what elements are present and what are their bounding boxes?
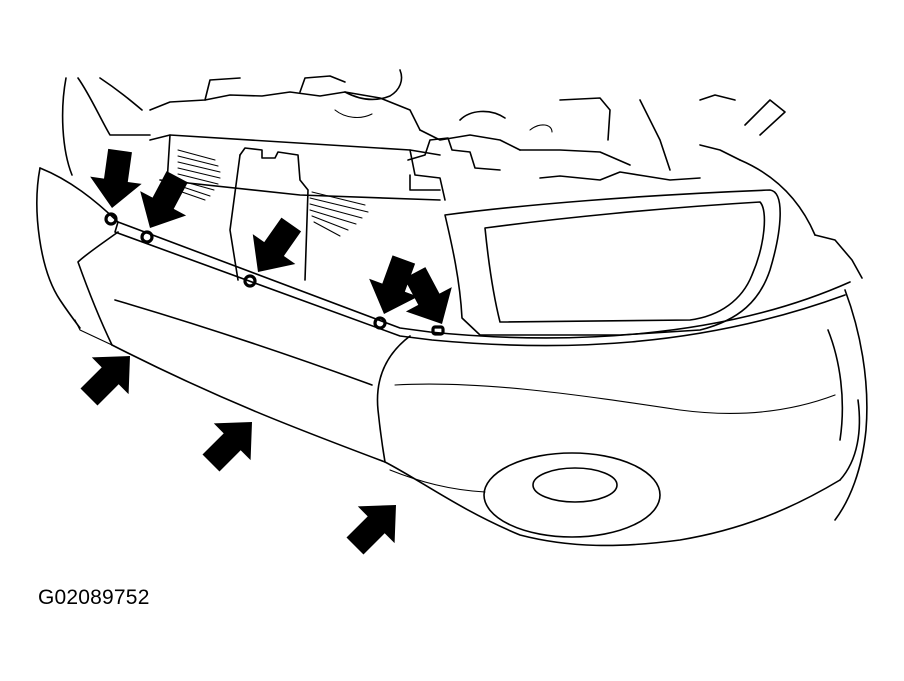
- figure-code: G02089752: [38, 586, 150, 609]
- bold-arrow-icon: [336, 486, 415, 565]
- grille-slats-left: [177, 149, 221, 201]
- headlamp: [444, 189, 781, 336]
- bold-arrow-icon: [70, 337, 149, 416]
- clip-fastener-icon: [140, 230, 154, 244]
- fog-lamp-opening: [483, 452, 661, 538]
- fog-lamp: [532, 467, 618, 503]
- clip-fastener-icon: [431, 325, 445, 336]
- clip-fastener-icon: [373, 316, 387, 330]
- arrows: [70, 146, 465, 565]
- bold-arrow-icon: [192, 403, 271, 482]
- fasteners: [104, 212, 445, 336]
- grille-slats-right: [309, 191, 369, 237]
- front-bumper-cover: [36, 167, 861, 547]
- engine-bay-linework: [61, 69, 868, 521]
- clip-fastener-icon: [104, 212, 118, 226]
- clip-fastener-icon: [243, 274, 257, 288]
